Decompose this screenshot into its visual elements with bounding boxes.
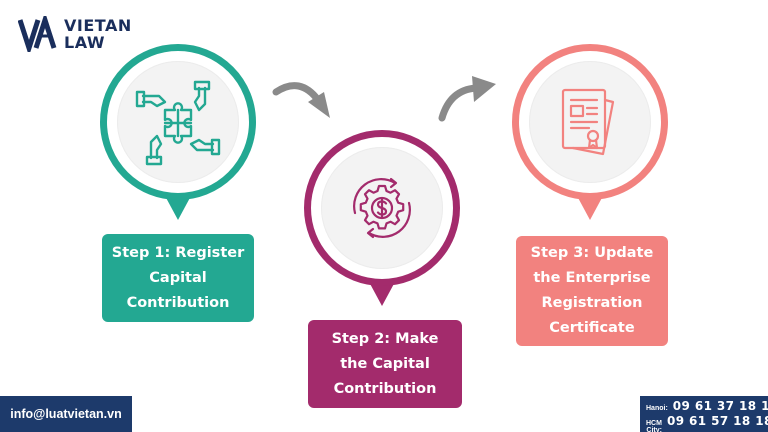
phone-number-hcm[interactable]: 09 61 57 18 18 [666,414,768,428]
step-3-line-1: Step 3: Update [530,245,654,261]
footer-phones: Hanoi: 09 61 37 18 18 HCM City: 09 61 57… [640,396,768,432]
phone-row-hanoi: Hanoi: 09 61 37 18 18 [646,399,768,414]
phone-label-hanoi: Hanoi: [646,405,668,412]
step-3-line-4: Certificate [549,320,635,336]
step-2-line-1: Step 2: Make [331,330,439,347]
step-1-line-1: Step 1: Register [111,244,245,261]
step-1-line-3: Contribution [126,294,230,311]
step-2-pin [304,130,460,308]
step-2-line-2: the Capital [340,355,430,372]
step-3-label: Step 3: Update the Enterprise Registrati… [516,236,668,346]
step-2-label: Step 2: Make the Capital Contribution [308,320,462,408]
step-1-label: Step 1: Register Capital Contribution [102,234,254,322]
brand-name-line1: VIETAN [64,16,132,35]
step-2-line-3: Contribution [333,380,437,397]
vietan-logo-icon [18,16,57,52]
dollar-gear-icon [353,177,411,239]
phone-number-hanoi[interactable]: 09 61 37 18 18 [672,399,768,413]
brand-name-line2: LAW [64,33,106,52]
step-1-pin [100,44,256,222]
arrow-step1-to-step2 [272,82,330,118]
step-3-pin [512,44,668,222]
step-3-line-2: the Enterprise [533,270,651,286]
certificate-icon [561,88,615,156]
hands-puzzle-icon [135,80,221,166]
arrow-step2-to-step3 [438,76,496,122]
step-1-line-2: Capital [149,269,207,286]
brand-logo: VIETAN LAW [18,16,132,52]
step-3-line-3: Registration [541,295,643,311]
phone-row-hcm: HCM City: 09 61 57 18 18 [646,414,768,432]
footer-email[interactable]: info@luatvietan.vn [0,396,132,432]
phone-label-hcm: HCM City: [646,420,662,432]
